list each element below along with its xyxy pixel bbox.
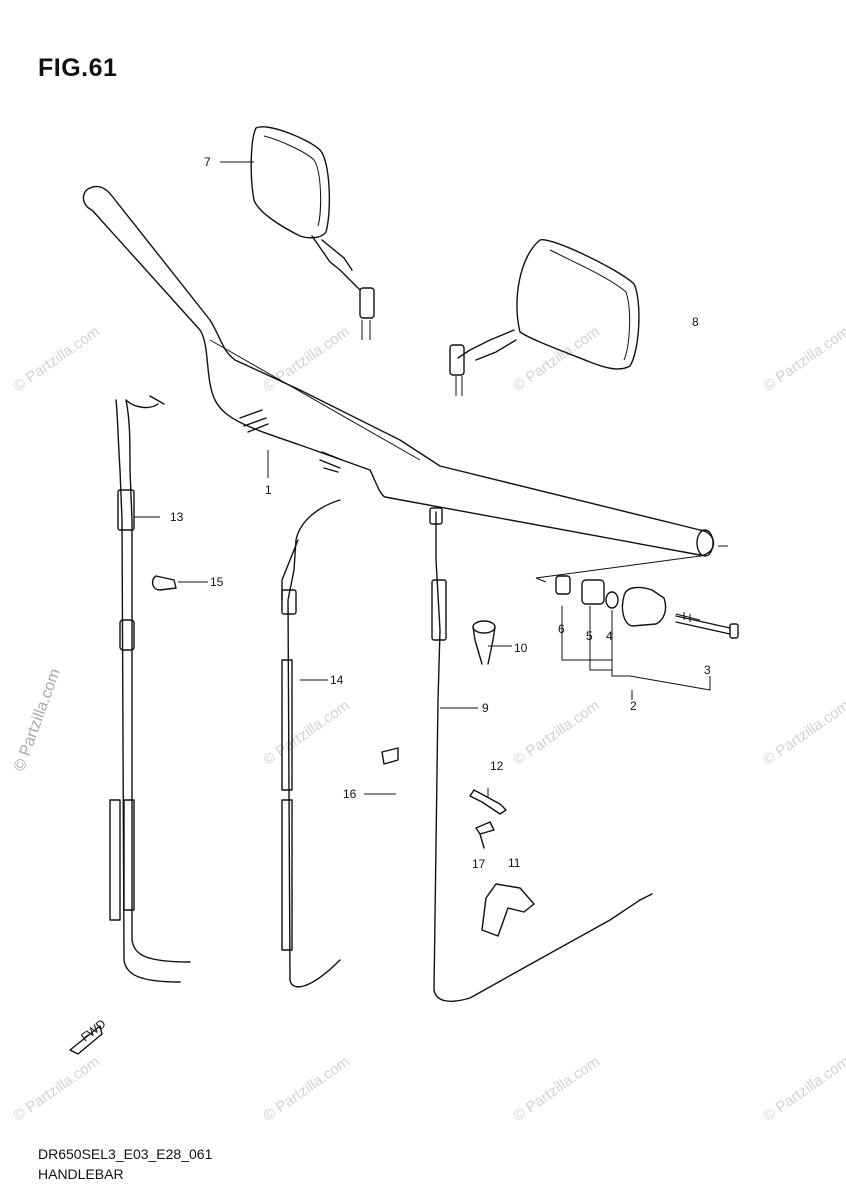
figure-title: FIG.61 <box>38 54 118 82</box>
front-marker-label: FWD <box>78 1016 108 1044</box>
callout-label: 2 <box>630 699 637 713</box>
mirror-left-part <box>250 126 375 340</box>
throttle-cable-part <box>109 395 191 983</box>
callout-label: 7 <box>204 155 211 169</box>
bolt-part <box>472 620 496 665</box>
callout-label: 16 <box>343 787 357 801</box>
plug-part <box>381 747 399 765</box>
diagram-caption: HANDLEBAR <box>38 1166 124 1182</box>
front-direction-marker: FWD <box>69 1016 109 1055</box>
callout-label: 9 <box>482 701 489 715</box>
callout-label: 3 <box>704 663 711 677</box>
callout-label: 13 <box>170 510 184 524</box>
bracket-part <box>469 789 507 815</box>
callout-label: 5 <box>586 629 593 643</box>
leader-lines <box>134 161 711 798</box>
handlebar-part <box>82 185 728 583</box>
callout-label: 14 <box>330 673 344 687</box>
clamp-part <box>151 575 177 591</box>
screw-part <box>475 821 495 849</box>
callout-label: 15 <box>210 575 224 589</box>
diagram-code: DR650SEL3_E03_E28_061 <box>38 1146 213 1162</box>
callout-label: 4 <box>606 629 613 643</box>
choke-cable-part <box>281 499 341 988</box>
callout-label: 6 <box>558 622 565 636</box>
clutch-cable-part <box>429 507 653 1002</box>
callout-label: 8 <box>692 315 699 329</box>
mirror-right-part <box>449 239 640 396</box>
callout-label: 12 <box>490 759 504 773</box>
callout-label: 11 <box>508 856 521 870</box>
callout-label: 1 <box>265 483 272 497</box>
callout-label: 17 <box>472 857 486 871</box>
bar-end-assembly-part <box>555 575 739 639</box>
cable-bracket-part <box>481 883 535 937</box>
callout-label: 10 <box>514 641 528 655</box>
